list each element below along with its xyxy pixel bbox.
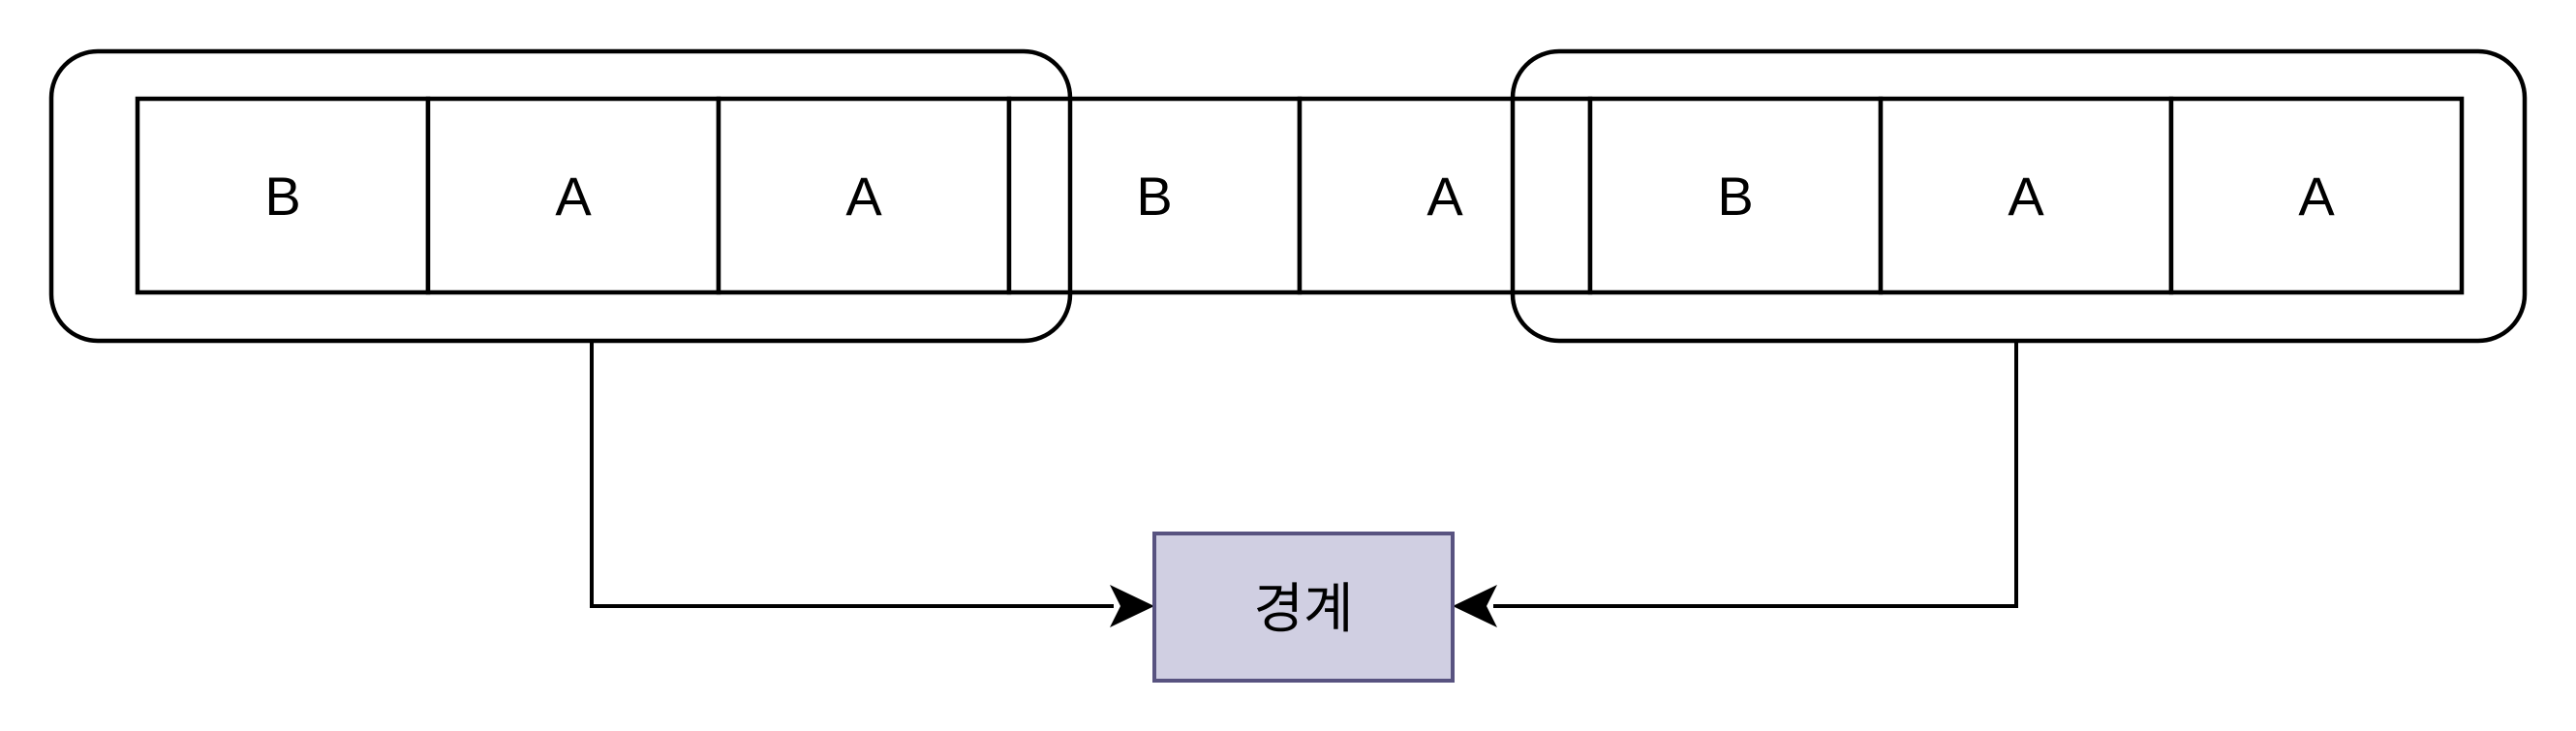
sequence-cell	[135, 96, 431, 295]
cell-label: B	[264, 166, 300, 227]
cell-label: B	[1136, 166, 1172, 227]
sequence-strip: B A A B A B A A	[135, 96, 2465, 295]
left-arrowhead-icon	[1110, 585, 1154, 627]
right-arrowhead-icon	[1453, 585, 1497, 627]
boundary-label: 경계	[1253, 578, 1353, 639]
cell-label: A	[2008, 166, 2044, 227]
sequence-cell	[1587, 96, 1884, 295]
sequence-cell	[1878, 96, 2174, 295]
sequence-cell	[716, 96, 1012, 295]
right-group-outline	[1510, 48, 2528, 344]
sequence-cell	[1297, 96, 1593, 295]
cell-label: A	[1426, 166, 1463, 227]
cell-label: A	[845, 166, 882, 227]
boundary-box	[1152, 532, 1455, 683]
sequence-cell	[2168, 96, 2465, 295]
left-group-outline	[48, 48, 1073, 344]
right-connector	[1493, 343, 2018, 608]
cell-label: B	[1717, 166, 1753, 227]
left-connector	[590, 343, 1114, 608]
sequence-cell	[425, 96, 721, 295]
cell-label: A	[555, 166, 592, 227]
cell-label: A	[2298, 166, 2335, 227]
